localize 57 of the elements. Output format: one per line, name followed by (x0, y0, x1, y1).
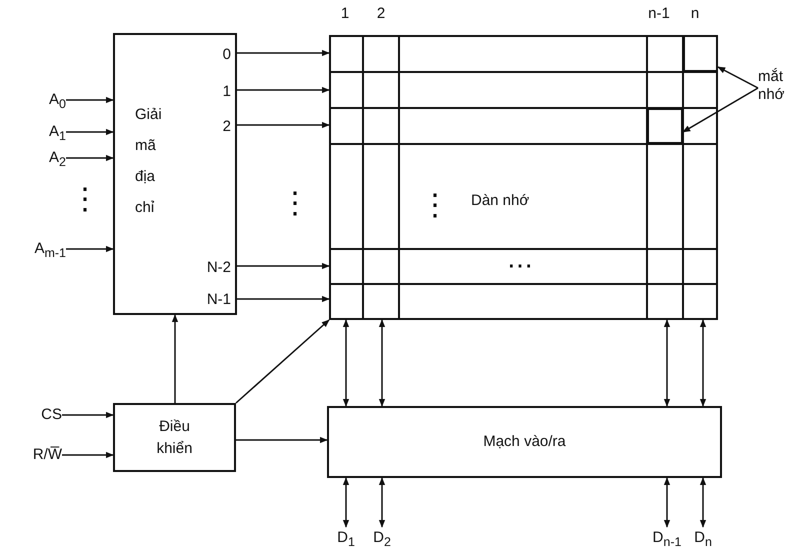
leader-line (717, 66, 758, 89)
arrow (664, 319, 670, 407)
decoder-block (113, 33, 237, 315)
block-title: Mạch vào/ra (483, 432, 566, 452)
block-title: Điều khiển (156, 416, 194, 458)
callout-label: mắt nhớ (758, 68, 804, 110)
arrow (237, 50, 330, 56)
data-pin-label: D$_{2}$ (368, 527, 396, 551)
column-number: n (690, 4, 700, 24)
arrow (237, 86, 330, 94)
arrow (237, 262, 330, 270)
arrow (62, 452, 114, 458)
arrow (378, 477, 386, 528)
arrow (237, 122, 330, 128)
memory-cell (683, 35, 718, 72)
output-number: 0 (222, 46, 231, 63)
signal-label: A$_{2}$ (26, 147, 66, 169)
arrow (66, 128, 114, 136)
column-number: 1 (340, 4, 350, 24)
output-number: 1 (222, 83, 231, 100)
arrow (66, 246, 114, 252)
arrow (236, 436, 328, 444)
block-title: Giải mã địa chỉ (135, 105, 163, 218)
memory-cell (647, 108, 683, 144)
signal-label: A$_{0}$ (26, 89, 66, 111)
arrow (700, 477, 706, 528)
control-block (113, 403, 236, 472)
signal-label: A$_{1}$ (26, 121, 66, 143)
block-title: Dàn nhớ (471, 192, 530, 209)
ellipsis-dots: ⋮ (70, 182, 90, 218)
data-pin-label: D$_{1}$ (332, 527, 360, 551)
arrow (66, 96, 114, 104)
arrow (172, 314, 178, 403)
arrow (700, 319, 706, 407)
output-number: N-2 (206, 259, 231, 276)
ellipsis-dots: ⋯ (506, 252, 534, 278)
arrow (66, 154, 114, 162)
data-pin-label: D$_{n-1}$ (648, 527, 686, 551)
column-number: 2 (376, 4, 386, 24)
leader-line (682, 87, 758, 133)
output-number: 2 (222, 118, 231, 135)
ellipsis-dots: ⋮ (420, 188, 440, 224)
arrow (342, 477, 350, 528)
arrow (664, 477, 670, 528)
arrow (342, 319, 350, 407)
output-number: N-1 (206, 291, 231, 308)
arrow (236, 319, 330, 404)
ellipsis-dots: ⋮ (280, 186, 300, 222)
io-block (327, 406, 722, 478)
data-pin-label: D$_{n}$ (689, 527, 717, 551)
arrow (237, 296, 330, 302)
arrow (62, 412, 114, 418)
column-number: n-1 (647, 4, 671, 24)
signal-label: R/W̅ (10, 444, 62, 466)
signal-label: CS (20, 404, 62, 426)
arrow (378, 319, 386, 407)
signal-label: A$_{m-1}$ (14, 238, 66, 260)
